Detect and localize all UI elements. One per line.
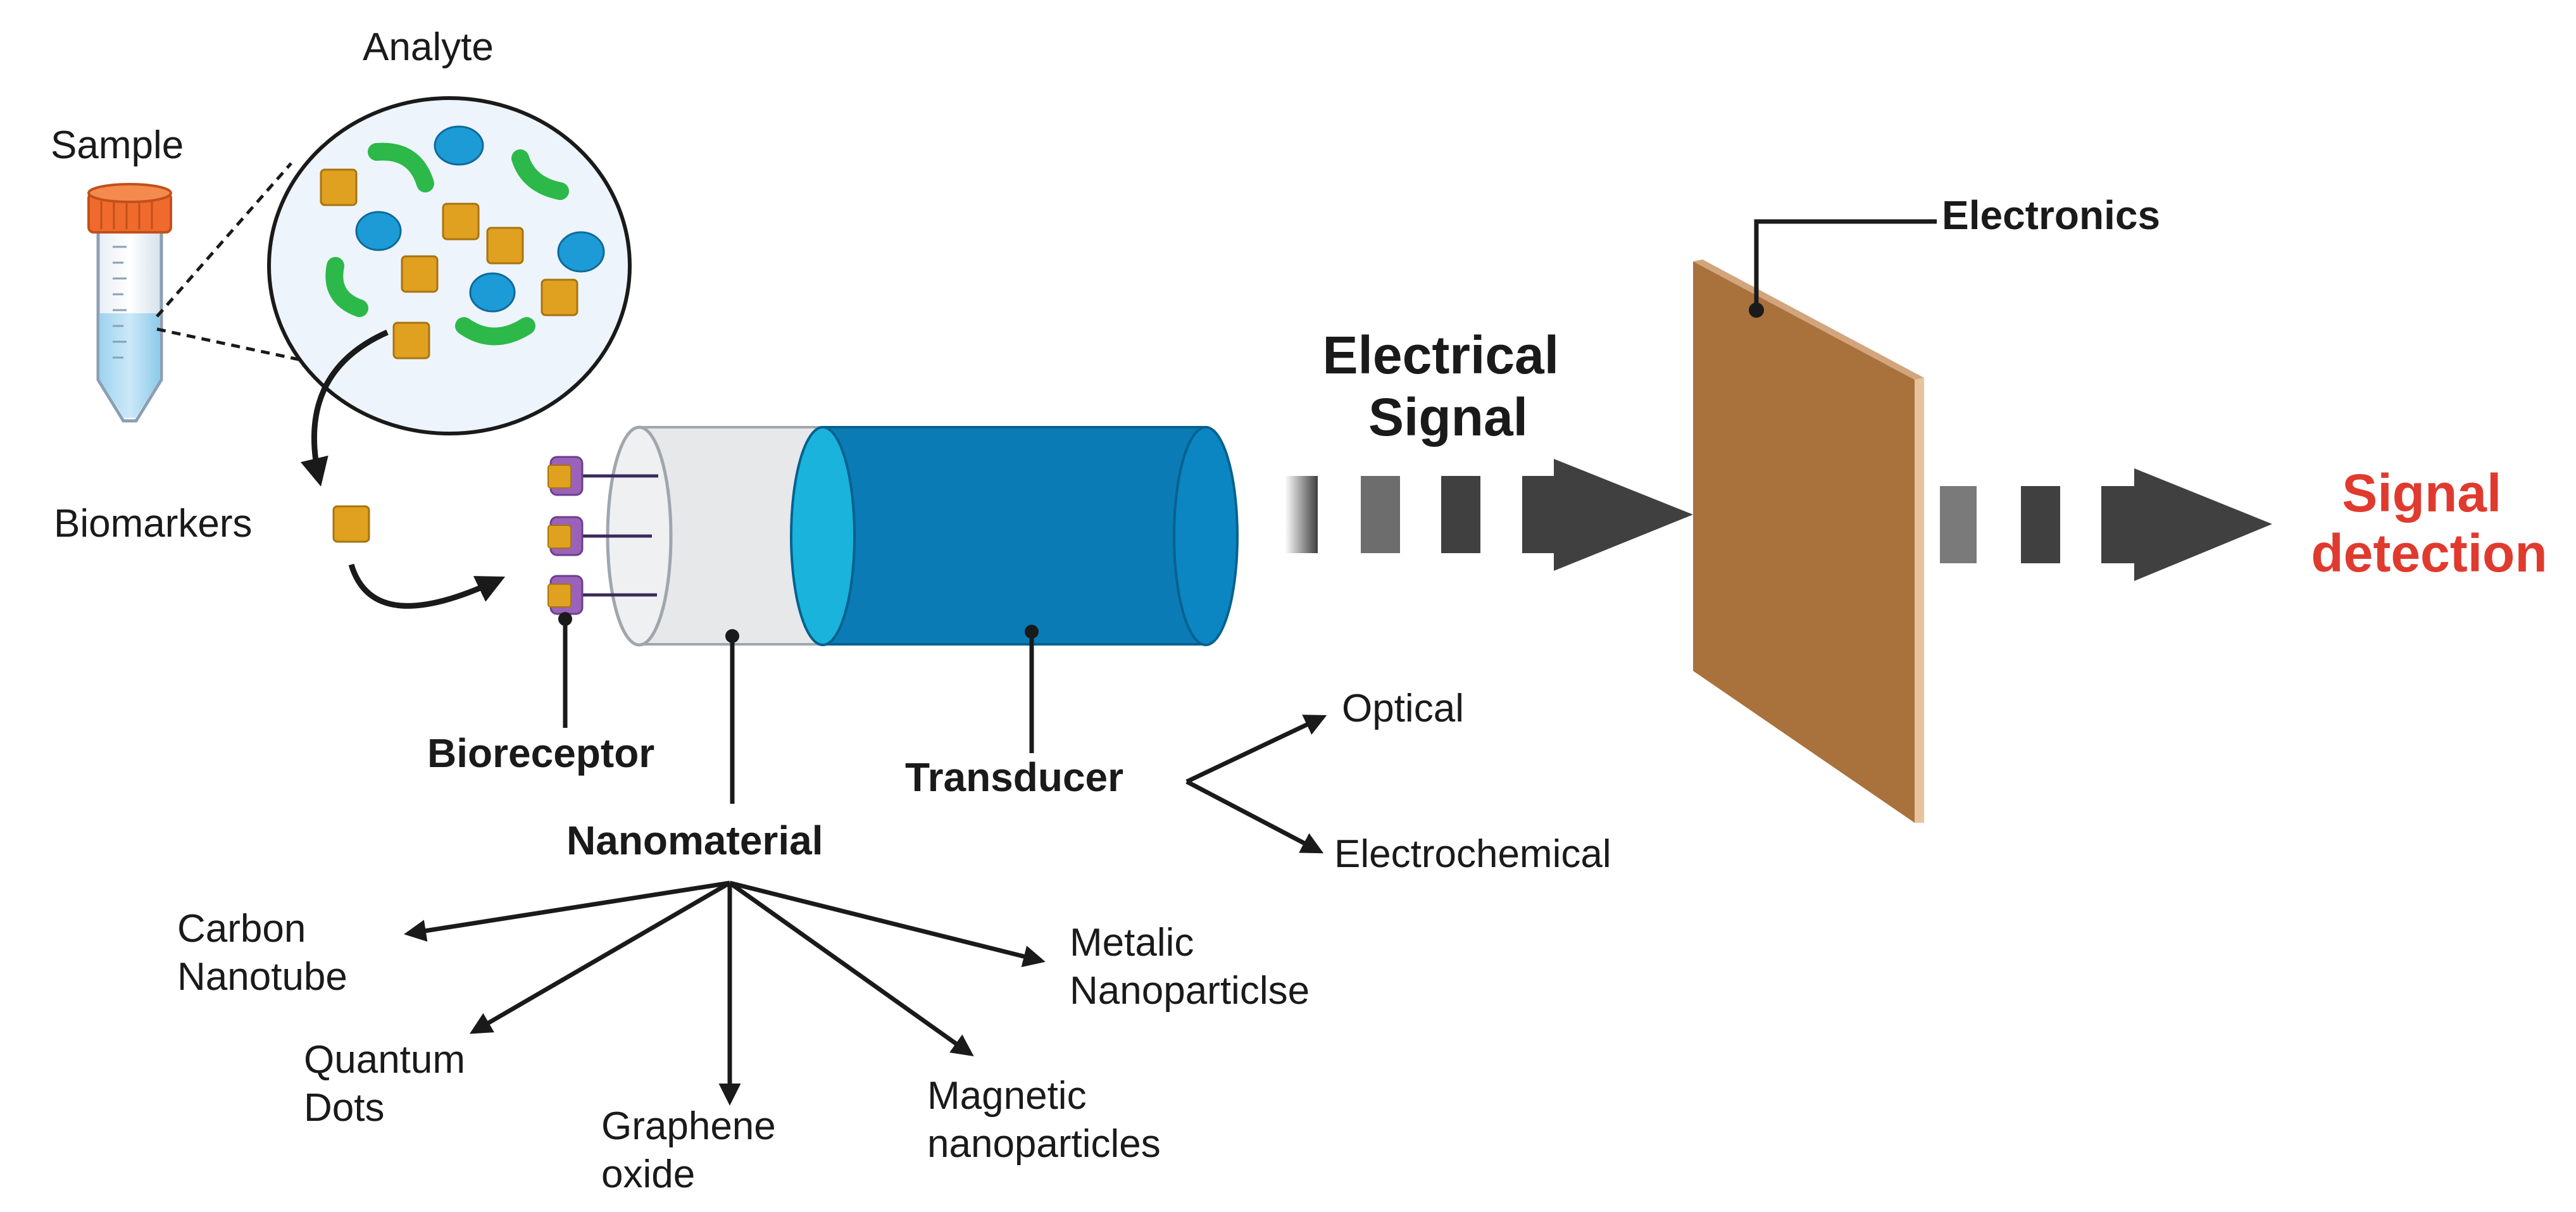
sample-tube-icon [87,183,172,423]
bioreceptor-label: Bioreceptor [427,730,654,776]
transducer-label: Transducer [905,754,1123,800]
nanomaterial-type-magnetic-nanoparticles: Magnetic nanoparticles [927,1074,1161,1166]
zoom-line-top [156,162,292,318]
signal-detection-label: Signal detection [2311,463,2547,583]
electronics-callout-line [1754,219,1937,310]
electrical-signal-label: Electrical Signal [1323,325,1574,447]
output-signal-arrow [1940,468,2272,581]
optical-label: Optical [1342,687,1464,730]
bioreceptor-icons [547,456,584,615]
nanomaterial-type-metalic-nanoparticles: Metalic Nanoparticlse [1070,921,1310,1013]
biomarker-squares [320,168,578,359]
electronics-callout-dot [1749,303,1764,318]
nanomaterial-type-quantum-dots: Quantum Dots [304,1038,476,1130]
zoom-line-bottom [156,327,365,375]
blue-cells [355,125,605,313]
electronics-panel [1693,259,1924,823]
green-bacteria [325,142,569,346]
sample-label: Sample [51,123,184,167]
biomarkers-label: Biomarkers [54,502,253,546]
curved-arrow-to-bioreceptor [348,563,506,609]
electrochemical-label: Electrochemical [1334,832,1611,876]
nanomaterial-branch-arrows [404,880,1046,1106]
analyte-label: Analyte [363,25,494,69]
nanomaterial-type-graphene-oxide: Graphene oxide [601,1104,787,1196]
callout-dots [558,612,1039,643]
callout-lines [563,619,1034,804]
electrical-signal-arrow [1285,459,1693,571]
electronics-label: Electronics [1942,192,2160,238]
biomarker-icon [332,505,370,543]
biosensor-cylinder [547,425,1239,647]
transducer-branch-arrows [1185,715,1327,854]
curved-arrow-to-biomarkers [300,329,389,487]
nanomaterial-type-carbon-nanotube: Carbon Nanotube [177,907,347,999]
nanomaterial-label: Nanomaterial [566,818,823,863]
analyte-magnified-view [267,96,632,435]
